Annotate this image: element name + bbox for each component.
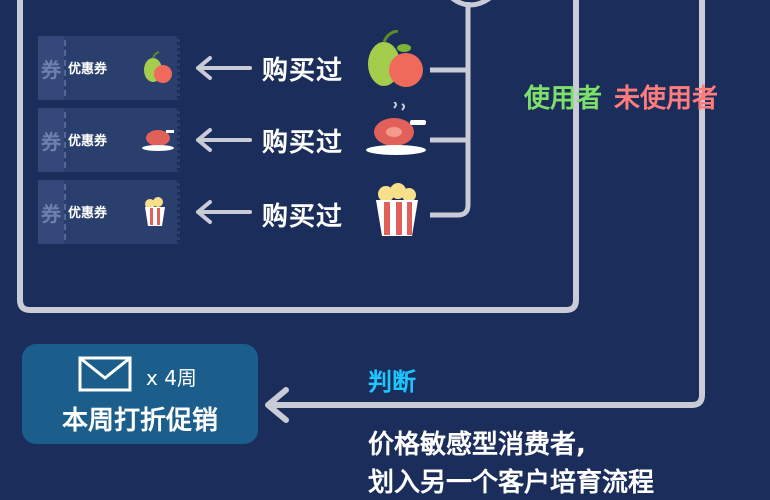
- arrow-left-icon: [196, 128, 252, 152]
- arrow-left-icon: [196, 56, 252, 80]
- coupon-popcorn: 券 优惠券: [38, 180, 180, 244]
- coupon-meat: 券 优惠券: [38, 108, 180, 172]
- coupon-label: 优惠券: [68, 134, 108, 149]
- unused-label: 未使用者: [614, 84, 719, 114]
- coupon-edge: [177, 180, 180, 244]
- used-label: 使用者: [524, 84, 603, 114]
- right-flow-line: [268, 0, 705, 408]
- coupon-label: 优惠券: [68, 62, 108, 77]
- fruit-icon: [368, 30, 423, 87]
- popcorn-icon: [145, 197, 165, 226]
- coupon-label: 优惠券: [68, 206, 108, 221]
- meat-icon: [142, 130, 174, 151]
- coupon-perforation: [64, 184, 66, 240]
- promo-title: 本周打折促销: [61, 406, 218, 436]
- coupon-edge: [177, 108, 180, 172]
- usage-labels: 使用者未使用者: [524, 78, 718, 115]
- promo-frequency: x 4周: [146, 366, 197, 390]
- weekly-promo-box: x 4周 本周打折促销: [22, 344, 258, 444]
- outer-container-border: [17, 0, 579, 313]
- coupon-perforation: [64, 112, 66, 168]
- top-curve: [450, 0, 492, 8]
- decision-label: 判断: [368, 368, 416, 396]
- coupon-stub: 券: [38, 36, 64, 100]
- coupon-edge: [177, 36, 180, 100]
- arrow-left-icon: [196, 200, 252, 224]
- result-line-2: 划入另一个客户培育流程: [368, 468, 655, 498]
- purchase-label: 购买过: [262, 128, 344, 158]
- fruit-icon: [144, 51, 172, 83]
- purchase-bracket: [430, 2, 471, 218]
- coupon-stub: 券: [38, 108, 64, 172]
- result-line-1: 价格敏感型消费者,: [368, 430, 586, 460]
- coupon-perforation: [64, 40, 66, 96]
- purchase-label: 购买过: [262, 202, 344, 232]
- popcorn-icon: [376, 183, 418, 236]
- purchase-label: 购买过: [262, 56, 344, 86]
- mail-icon: [78, 356, 132, 392]
- coupon-fruit: 券 优惠券: [38, 36, 180, 100]
- meat-icon: [366, 102, 426, 155]
- coupon-stub: 券: [38, 180, 64, 244]
- right-flow-arrowhead: [265, 387, 289, 423]
